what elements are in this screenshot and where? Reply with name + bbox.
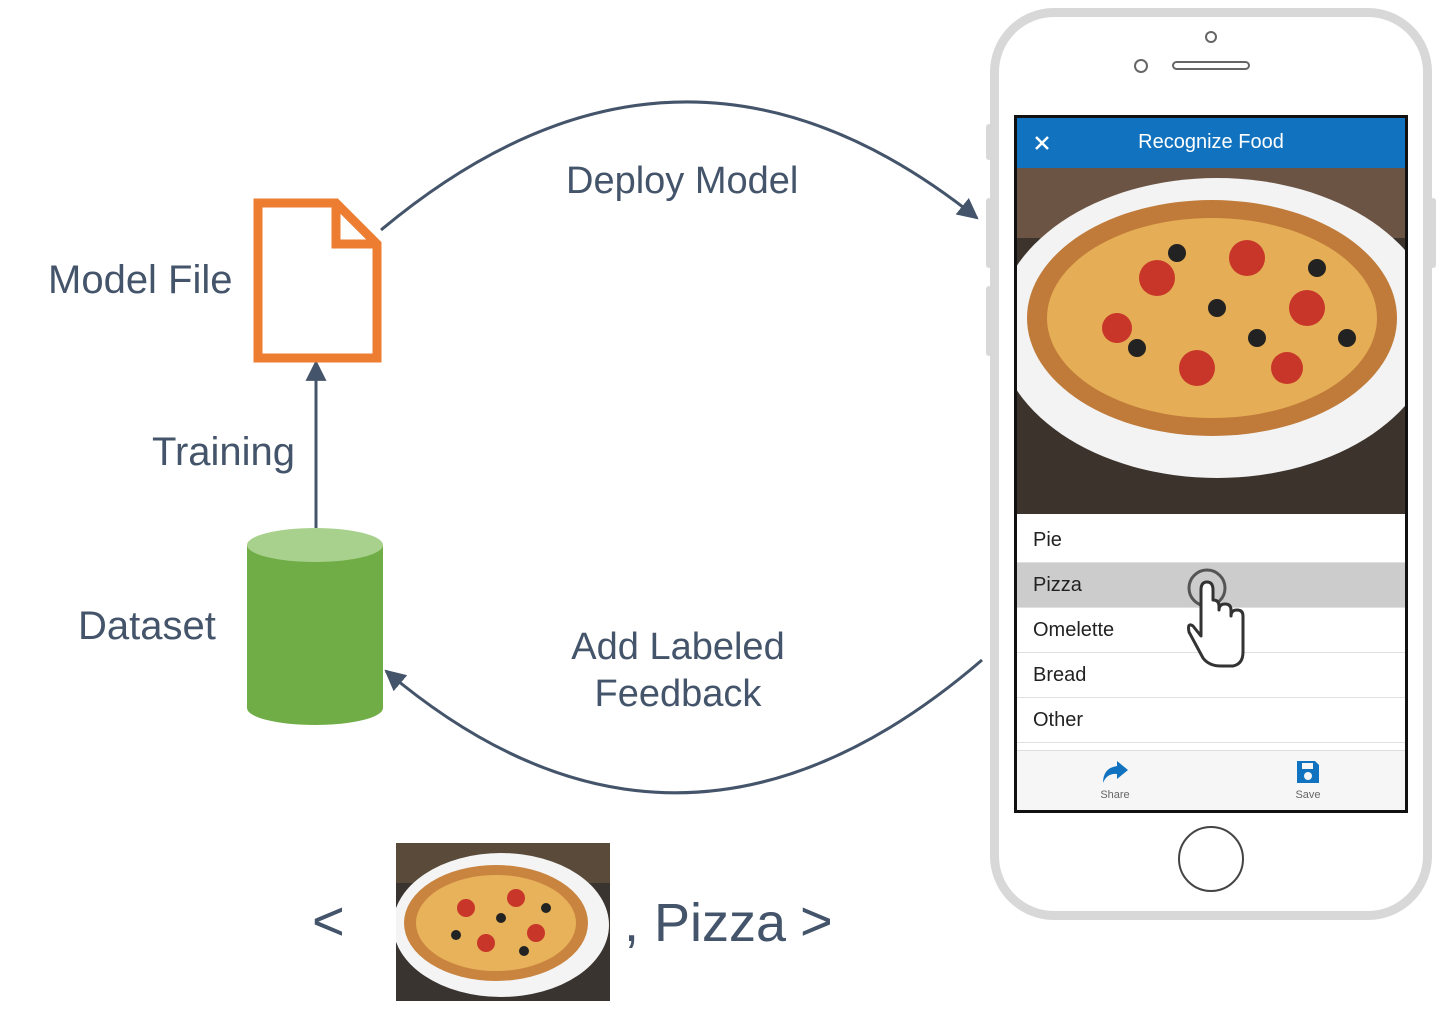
save-label: Save (1295, 789, 1321, 801)
dataset-cylinder-icon (247, 528, 383, 725)
phone-sensor (1205, 31, 1217, 43)
tuple-label: , Pizza (624, 893, 787, 953)
home-button[interactable] (1178, 826, 1244, 892)
share-icon (1103, 761, 1128, 783)
choice-item[interactable]: Other (1017, 698, 1405, 743)
phone-volume-down-button (986, 286, 992, 356)
phone-power-button (1430, 198, 1436, 268)
deploy-model-label: Deploy Model (566, 160, 799, 202)
tuple-open-bracket: < (312, 889, 345, 952)
choice-label: Other (1033, 709, 1084, 731)
deploy-arrow (380, 100, 979, 232)
pizza-thumbnail-image (396, 843, 610, 1001)
share-label: Share (1100, 789, 1130, 801)
dataset-label: Dataset (78, 604, 216, 648)
bottom-toolbar: Share Save (1017, 750, 1405, 810)
model-file-label: Model File (48, 258, 233, 302)
choice-label: Pie (1033, 529, 1062, 551)
choice-label: Bread (1033, 664, 1087, 686)
model-file-icon (253, 198, 382, 363)
phone-volume-up-button (986, 198, 992, 268)
choice-item[interactable]: Pie (1017, 518, 1405, 563)
pizza-photo-image (1017, 168, 1405, 514)
close-button[interactable] (1027, 128, 1057, 158)
share-button[interactable]: Share (1085, 759, 1145, 801)
app-bar: Recognize Food (1017, 118, 1405, 168)
training-label: Training (152, 430, 296, 474)
choice-item[interactable]: Bread (1017, 653, 1405, 698)
save-button[interactable]: Save (1278, 759, 1338, 801)
close-icon (1035, 136, 1049, 150)
choice-label: Pizza (1033, 574, 1082, 596)
phone-camera (1134, 59, 1148, 73)
app-title: Recognize Food (1138, 131, 1284, 153)
add-labeled-feedback-label: Add Labeled Feedback (571, 626, 785, 715)
hand-pointer-icon (1187, 568, 1245, 668)
phone-speaker (1172, 61, 1250, 70)
choice-label: Omelette (1033, 619, 1115, 641)
phone-side-button (986, 124, 992, 160)
tuple-close-bracket: > (800, 889, 833, 952)
feedback-arrow (384, 658, 983, 795)
save-icon (1297, 761, 1319, 783)
